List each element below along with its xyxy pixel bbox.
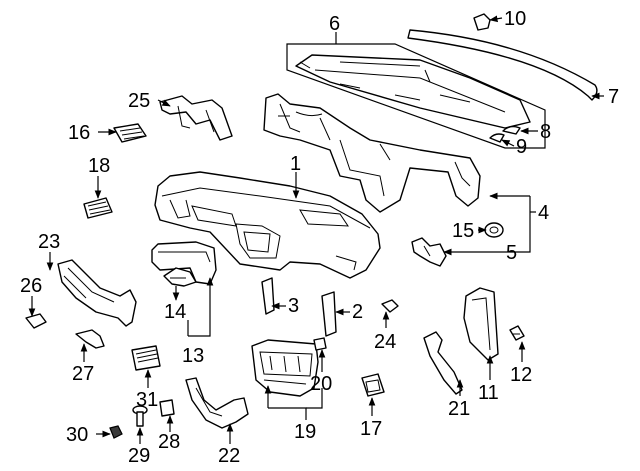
callout-30: 30 — [66, 424, 88, 446]
part-28-bushing — [159, 399, 175, 417]
part-16-vent — [113, 123, 147, 143]
callout-28: 28 — [158, 431, 180, 453]
part-25-bracket — [159, 95, 233, 141]
callout-25: 25 — [128, 90, 150, 112]
part-18-vent — [83, 197, 113, 219]
callout-29: 29 — [128, 445, 150, 467]
callout-10: 10 — [504, 8, 526, 30]
part-11-side-panel — [463, 287, 499, 361]
part-27-trim — [75, 329, 105, 349]
part-22-lower-bracket — [185, 377, 249, 429]
callout-2: 2 — [352, 301, 363, 323]
callout-9: 9 — [516, 136, 527, 158]
part-7-trim-strip — [407, 29, 598, 101]
callout-17: 17 — [360, 418, 382, 440]
part-15-grommet — [484, 222, 504, 238]
part-12-clip — [509, 325, 525, 341]
part-29-bolt — [132, 405, 148, 427]
callout-16: 16 — [68, 122, 90, 144]
part-30-nut — [109, 425, 123, 439]
part-31-grille — [131, 345, 161, 371]
part-21-end-trim — [423, 331, 463, 395]
part-1-instrument-panel — [154, 171, 381, 279]
callout-26: 26 — [20, 275, 42, 297]
part-9-clip — [489, 133, 505, 143]
cross-car-beam — [263, 93, 481, 213]
callout-27: 27 — [72, 363, 94, 385]
part-24-clip — [381, 299, 399, 313]
callout-22: 22 — [218, 445, 240, 467]
part-17-switch — [361, 373, 385, 397]
callout-11: 11 — [478, 382, 499, 404]
callout-15: 15 — [452, 220, 474, 242]
callout-5: 5 — [506, 242, 517, 264]
callout-8: 8 — [540, 121, 551, 143]
part-26-clip — [25, 313, 47, 329]
part-23-knee-bolster — [57, 259, 137, 327]
callout-12: 12 — [510, 364, 532, 386]
part-19-center-console — [251, 339, 319, 397]
callout-4: 4 — [538, 202, 549, 224]
part-3-trim — [261, 277, 275, 315]
part-2-trim — [321, 291, 337, 337]
callout-21: 21 — [448, 398, 470, 420]
callout-24: 24 — [374, 331, 396, 353]
callout-7: 7 — [608, 86, 619, 108]
callout-31: 31 — [136, 389, 158, 411]
part-8-clip — [502, 125, 521, 135]
part-6-upper-pad — [286, 43, 546, 149]
callout-14: 14 — [164, 301, 186, 323]
leader-lines — [28, 15, 604, 444]
part-14-trim — [163, 267, 197, 287]
part-5-bracket — [411, 237, 447, 267]
callout-23: 23 — [38, 231, 60, 253]
callout-labels: 1 2 3 4 5 6 7 8 9 10 11 12 13 14 15 16 1… — [20, 8, 619, 467]
callout-3: 3 — [288, 295, 299, 317]
callout-6: 6 — [329, 13, 340, 35]
callout-18: 18 — [88, 155, 110, 177]
callout-19: 19 — [294, 421, 316, 443]
callout-1: 1 — [290, 153, 301, 175]
callout-13: 13 — [182, 345, 204, 367]
part-10-clip — [473, 13, 491, 31]
callout-20: 20 — [310, 373, 332, 395]
part-20-clip — [313, 337, 327, 351]
